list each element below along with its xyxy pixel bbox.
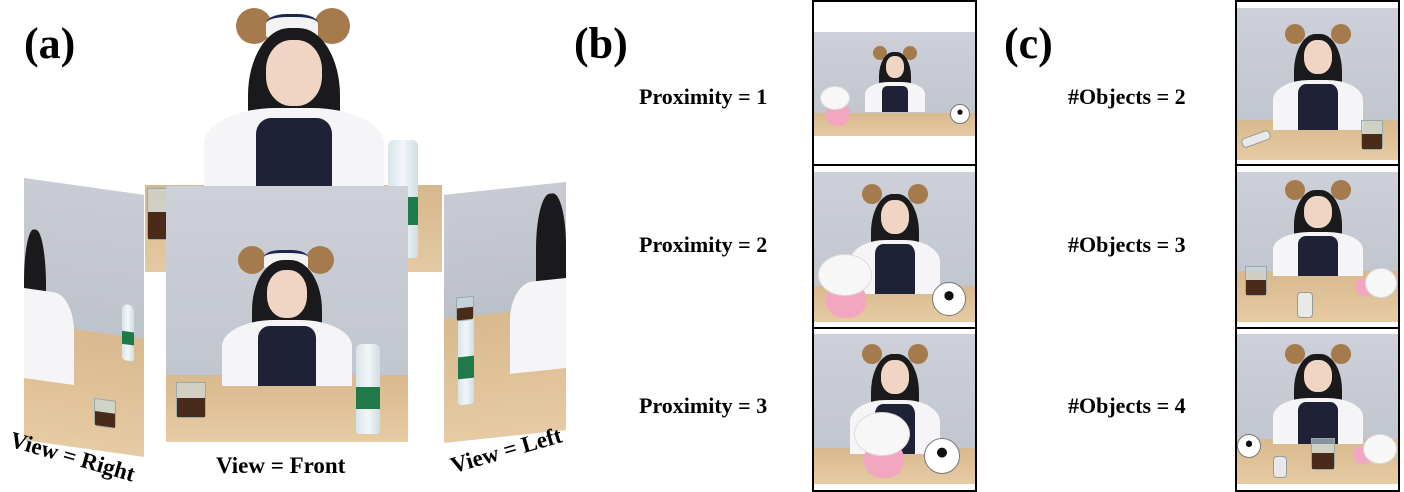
objects-3-label: #Objects = 3 — [1068, 232, 1186, 257]
view-right-photo — [24, 178, 144, 457]
objects-2-photo — [1237, 8, 1398, 160]
caption-view-front: View = Front — [216, 453, 346, 478]
panel-a-label: (a) — [24, 19, 76, 68]
panel-b-label: (b) — [574, 19, 628, 68]
objects-4-photo — [1237, 334, 1398, 484]
proximity-2-photo — [814, 172, 975, 322]
panel-c-label: (c) — [1004, 19, 1053, 68]
proximity-2-label: Proximity = 2 — [639, 232, 768, 257]
panel-b-frame — [812, 0, 977, 492]
panel-c-frame — [1235, 0, 1400, 492]
view-front-photo — [166, 186, 408, 442]
view-left-photo — [444, 182, 566, 443]
objects-2-label: #Objects = 2 — [1068, 84, 1186, 109]
proximity-3-label: Proximity = 3 — [639, 393, 768, 418]
proximity-1-label: Proximity = 1 — [639, 84, 768, 109]
objects-4-label: #Objects = 4 — [1068, 393, 1186, 418]
proximity-1-photo — [814, 32, 975, 136]
proximity-3-photo — [814, 334, 975, 484]
objects-3-photo — [1237, 172, 1398, 322]
